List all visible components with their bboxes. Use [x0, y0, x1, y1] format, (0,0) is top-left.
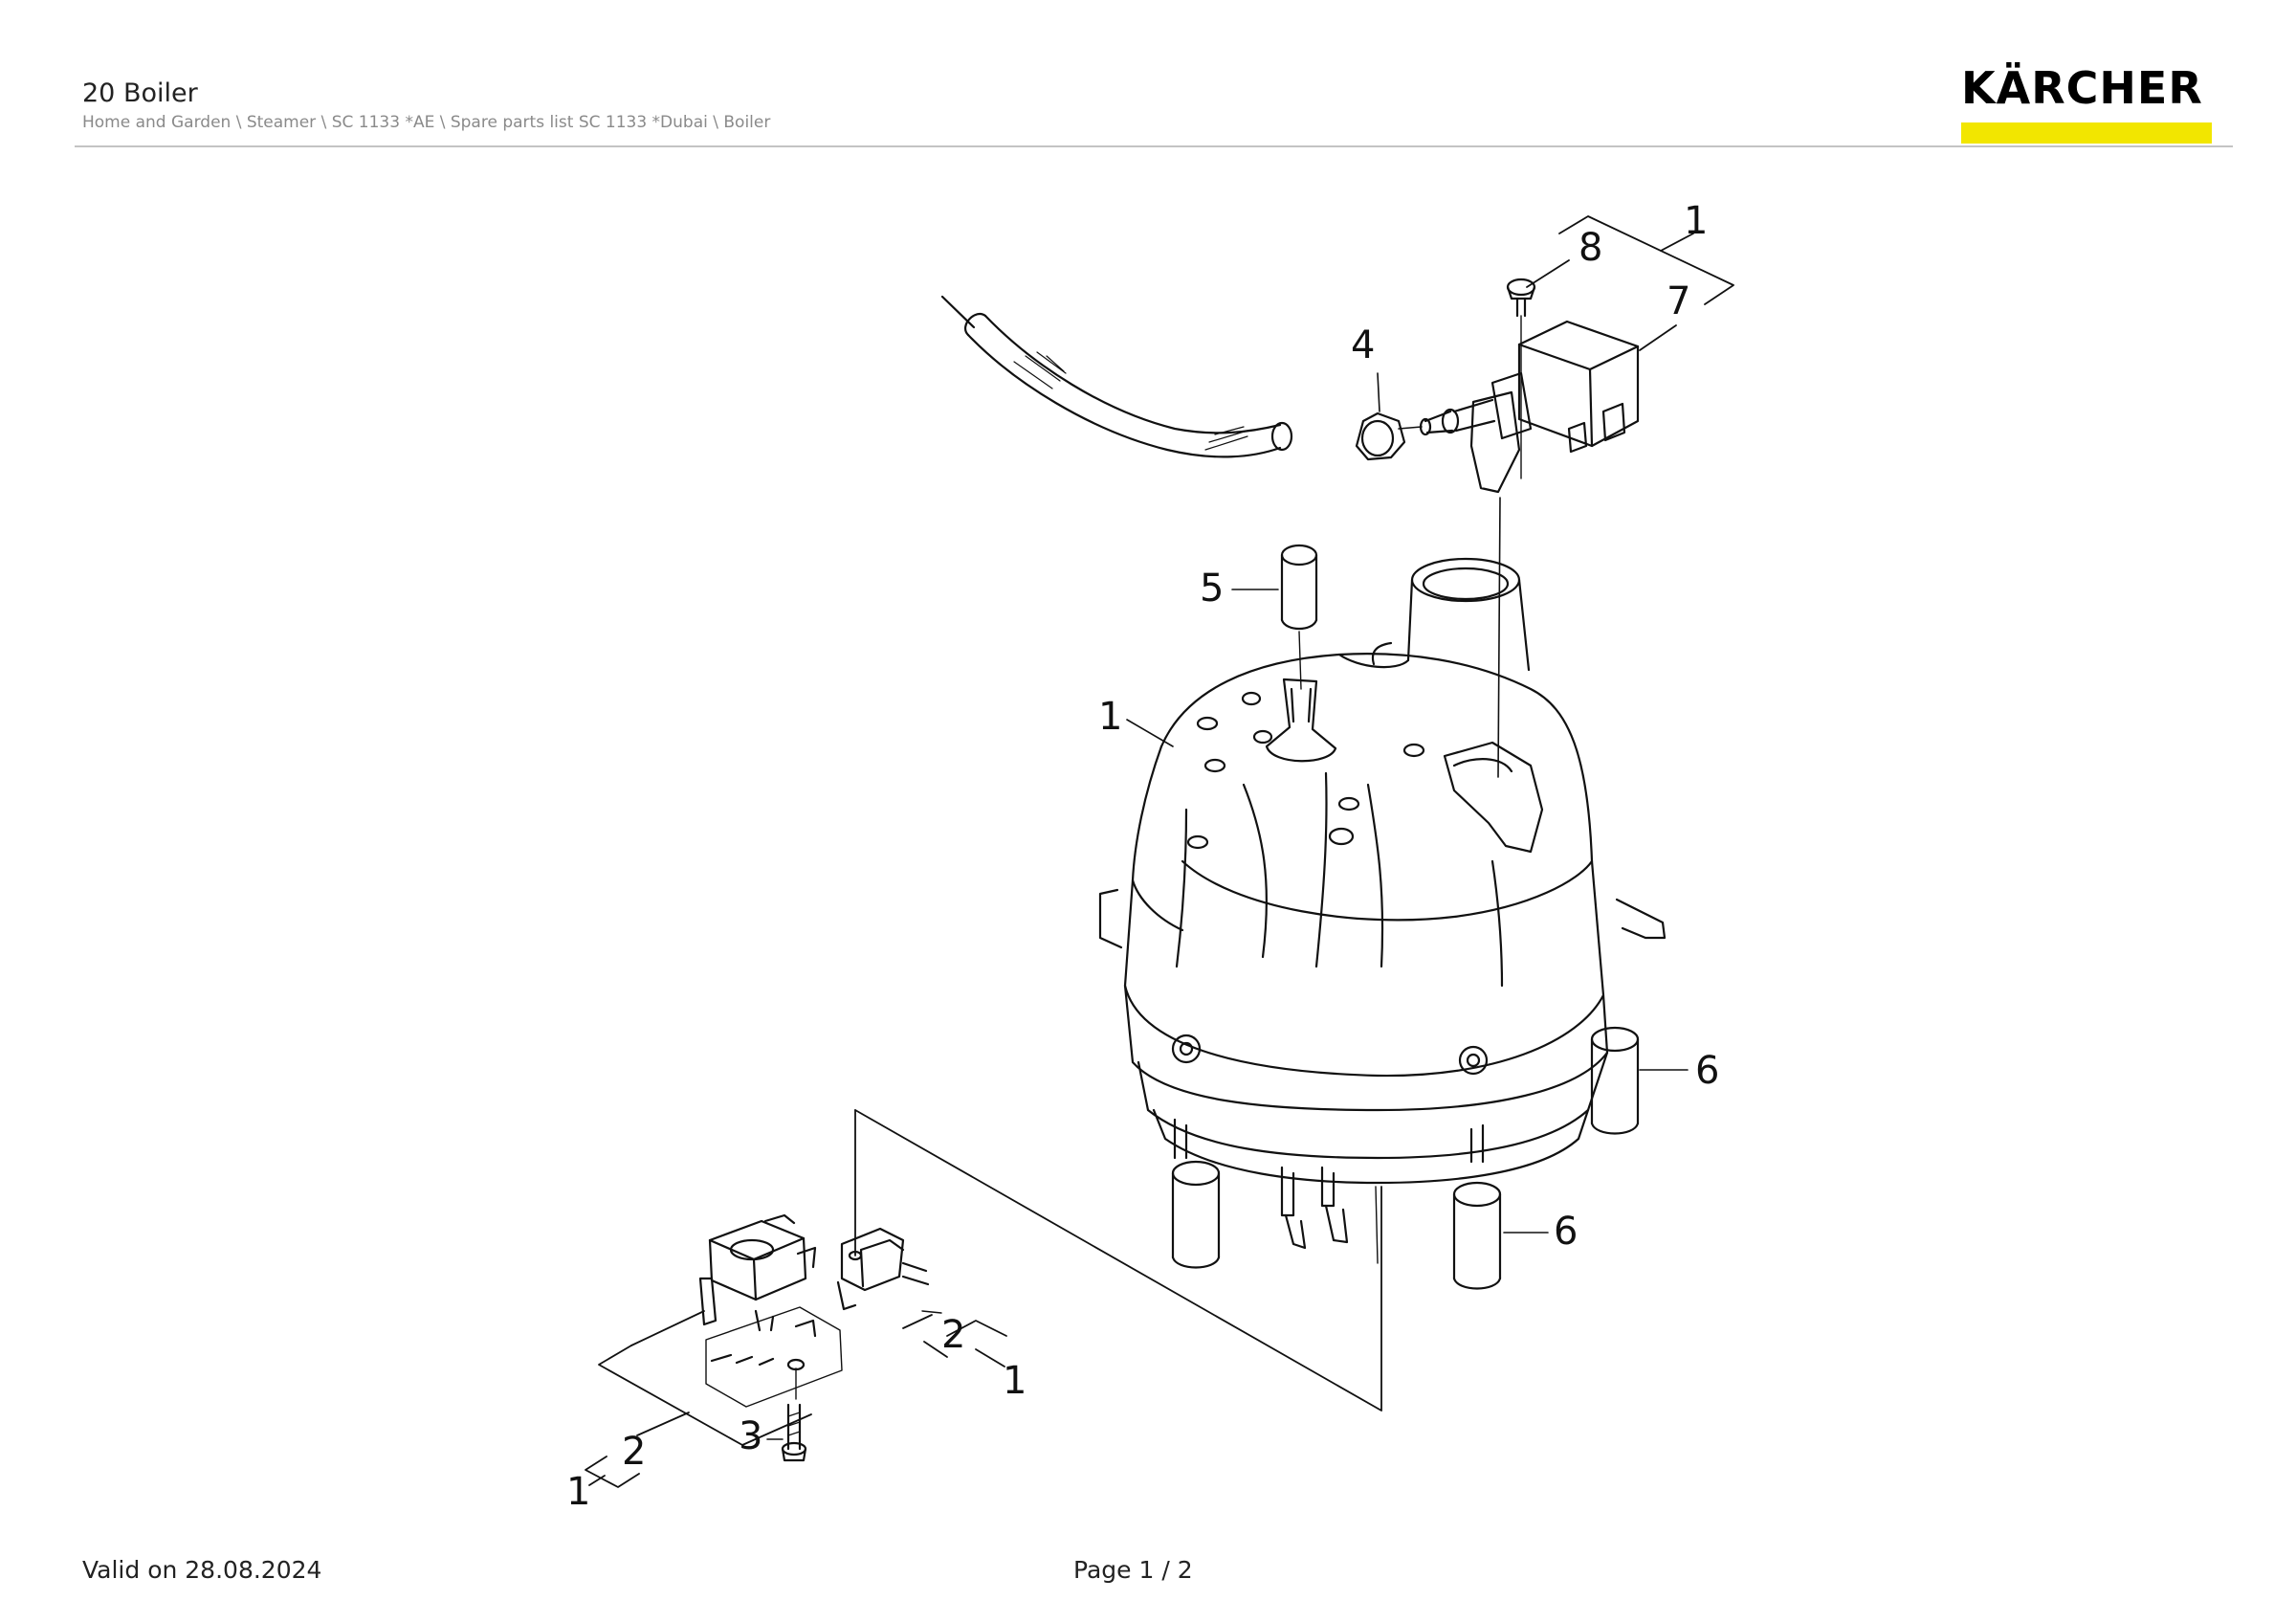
- callout-1-top: 1: [1684, 199, 1708, 243]
- callout-4: 4: [1351, 323, 1375, 367]
- validity-date: Valid on 28.08.2024: [82, 1556, 322, 1584]
- foot-part-6-right[interactable]: [1590, 1026, 1689, 1135]
- leader-boiler: [1126, 719, 1174, 747]
- hose[interactable]: [940, 295, 1293, 458]
- callout-1-left: 1: [566, 1470, 590, 1514]
- boiler-body[interactable]: [1098, 557, 1667, 1264]
- callout-1-boiler: 1: [1098, 695, 1122, 739]
- callout-5: 5: [1200, 567, 1224, 611]
- karcher-logo: KÄRCHER: [1961, 63, 2214, 144]
- callout-bracket-bottom-right: [902, 1314, 1007, 1367]
- callout-2-right: 2: [941, 1313, 965, 1357]
- foot-part-6-front[interactable]: [1452, 1181, 1549, 1290]
- breadcrumb[interactable]: Home and Garden \ Steamer \ SC 1133 *AE …: [82, 113, 771, 132]
- page-number: Page 1 / 2: [1073, 1556, 1193, 1584]
- header-divider: [75, 145, 2233, 147]
- callout-1-right: 1: [1003, 1359, 1027, 1403]
- logo-yellow-bar: [1961, 122, 2212, 144]
- callout-3: 3: [739, 1414, 762, 1458]
- callout-2-left: 2: [622, 1430, 646, 1474]
- callout-bracket-top: [1526, 215, 1734, 351]
- callout-6-lower: 6: [1554, 1210, 1578, 1254]
- spacer-part-5[interactable]: [1231, 544, 1318, 690]
- thermostat-right[interactable]: [836, 1227, 942, 1314]
- thermostat-left[interactable]: [698, 1213, 817, 1332]
- screw-part-8[interactable]: [1506, 278, 1536, 479]
- page-title: 20 Boiler: [82, 78, 198, 108]
- callout-8: 8: [1578, 226, 1602, 270]
- callout-7: 7: [1667, 279, 1690, 323]
- nut-part-4[interactable]: [1355, 372, 1406, 461]
- callout-bracket-bottom-left: [585, 1310, 812, 1488]
- thermostat-group-leader: [854, 1109, 1382, 1412]
- logo-wordmark: KÄRCHER: [1961, 62, 2203, 114]
- solenoid-valve-part-7[interactable]: [1398, 320, 1640, 494]
- callout-6-upper: 6: [1695, 1049, 1719, 1093]
- leader-valve-to-boiler: [1497, 497, 1501, 778]
- screw-part-3[interactable]: [766, 1403, 807, 1462]
- mounting-plate[interactable]: [705, 1306, 843, 1408]
- foot-part-6-left[interactable]: [1171, 1160, 1221, 1269]
